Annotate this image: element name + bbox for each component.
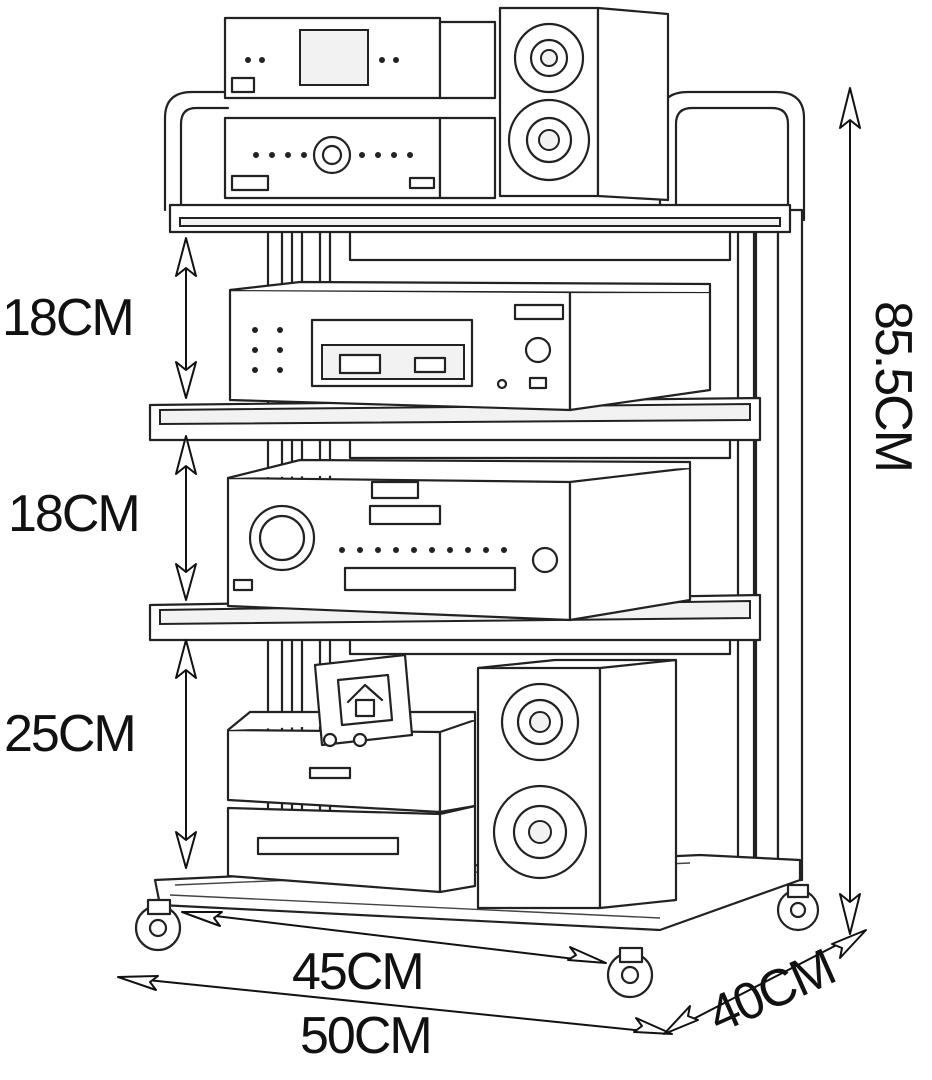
dimension-arrow-inner-width	[181, 911, 607, 964]
dvd-player	[228, 280, 712, 412]
shelf-second	[148, 396, 762, 442]
dimension-arrow-depth	[663, 929, 867, 1035]
label-outer-width: 50CM	[300, 1007, 433, 1065]
radio-gadget	[313, 653, 414, 748]
dimension-arrow-outer-width	[117, 975, 673, 1035]
dimension-arrow-total-height	[839, 87, 861, 935]
bottom-speaker	[476, 658, 678, 910]
shelf-top	[168, 203, 792, 234]
av-receiver	[226, 458, 692, 622]
caster-wheels	[134, 883, 820, 999]
bottom-player	[226, 804, 477, 894]
top-cd-unit	[223, 116, 497, 200]
label-total-height: 85.5CM	[864, 300, 922, 472]
dimension-arrow-top-gap	[175, 237, 197, 399]
dimension-arrow-bottom-gap	[175, 639, 197, 869]
label-middle-gap: 18CM	[8, 485, 141, 543]
label-inner-width: 45CM	[292, 943, 425, 1001]
bottom-amplifier	[226, 710, 477, 814]
label-top-gap: 18CM	[2, 289, 135, 347]
top-tuner-unit	[223, 16, 497, 100]
dimension-arrow-middle-gap	[175, 435, 197, 601]
top-speaker	[498, 6, 670, 202]
label-bottom-gap: 25CM	[4, 705, 137, 763]
